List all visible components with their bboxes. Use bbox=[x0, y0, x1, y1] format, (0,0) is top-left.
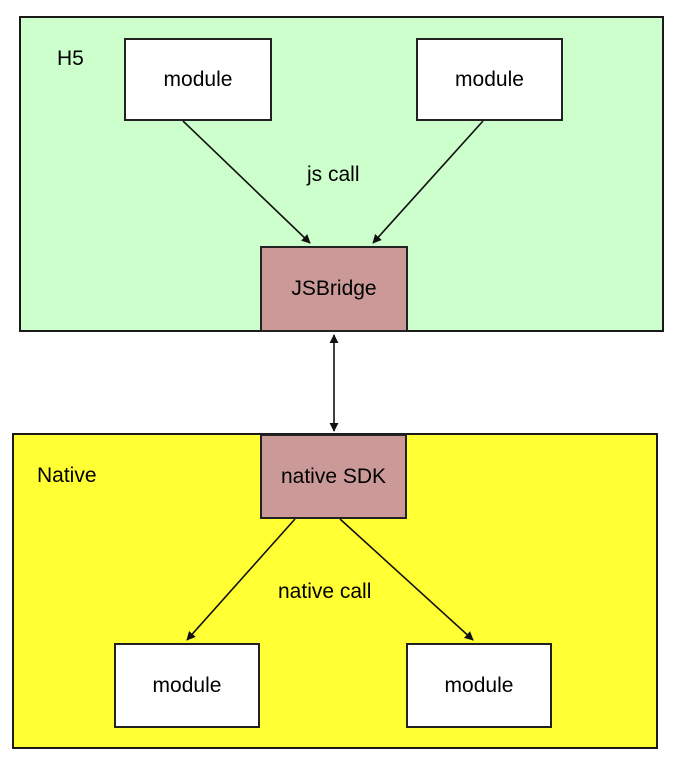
native-region-label: Native bbox=[37, 464, 97, 487]
h5-module-left: module bbox=[124, 38, 272, 121]
js-call-label: js call bbox=[307, 163, 360, 186]
native-module-left: module bbox=[114, 643, 260, 728]
h5-module-right: module bbox=[416, 38, 563, 121]
jsbridge-box: JSBridge bbox=[260, 246, 408, 332]
native-module-right: module bbox=[406, 643, 552, 728]
native-sdk-box: native SDK bbox=[260, 434, 407, 519]
h5-region-label: H5 bbox=[57, 47, 84, 70]
native-call-label: native call bbox=[278, 580, 372, 603]
